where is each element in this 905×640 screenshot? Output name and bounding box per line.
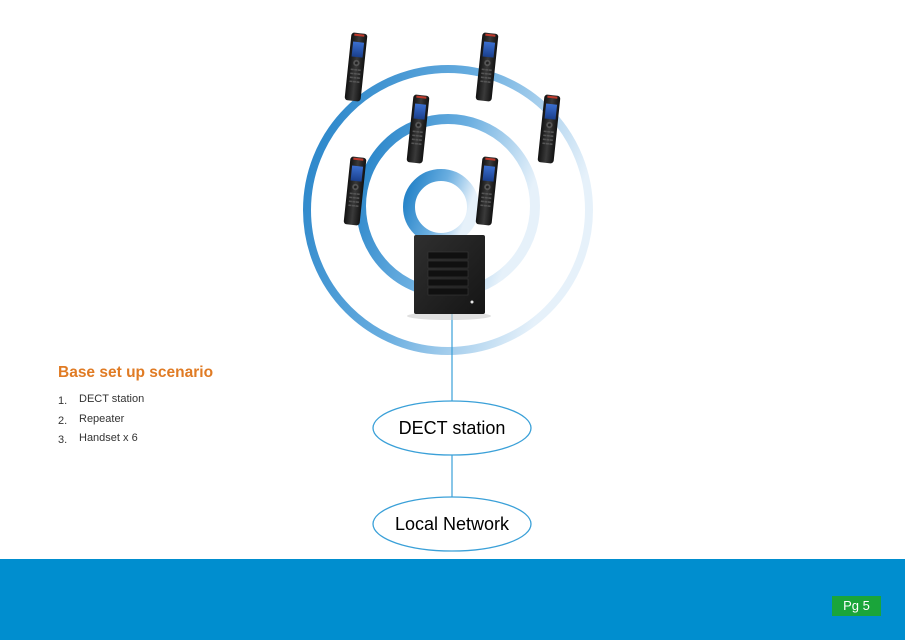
signal-ring-outer	[303, 65, 593, 355]
page-number-badge: Pg 5	[832, 596, 881, 616]
list-item-label: DECT station	[79, 393, 145, 405]
footer-band	[0, 559, 905, 640]
list-item-number: 2.	[58, 414, 68, 427]
handset-icon	[344, 32, 368, 102]
handset-icon	[475, 156, 499, 226]
local-network-node: Local Network	[372, 496, 532, 552]
handset-icon	[475, 32, 499, 102]
dect-station-label: DECT station	[399, 418, 506, 438]
dect-station-node: DECT station	[372, 400, 532, 456]
local-network-label: Local Network	[395, 514, 510, 534]
list-item-number: 1.	[58, 395, 68, 407]
dect-base-station-icon	[407, 235, 491, 320]
list-item-label: Handset x 6	[79, 432, 138, 444]
list-item-label: Repeater	[79, 412, 125, 425]
section-heading: Base set up scenario	[58, 364, 214, 381]
network-diagram: DECT station Local Network	[303, 32, 593, 552]
list-item-number: 3.	[58, 434, 68, 446]
signal-ring-inner	[403, 169, 479, 245]
